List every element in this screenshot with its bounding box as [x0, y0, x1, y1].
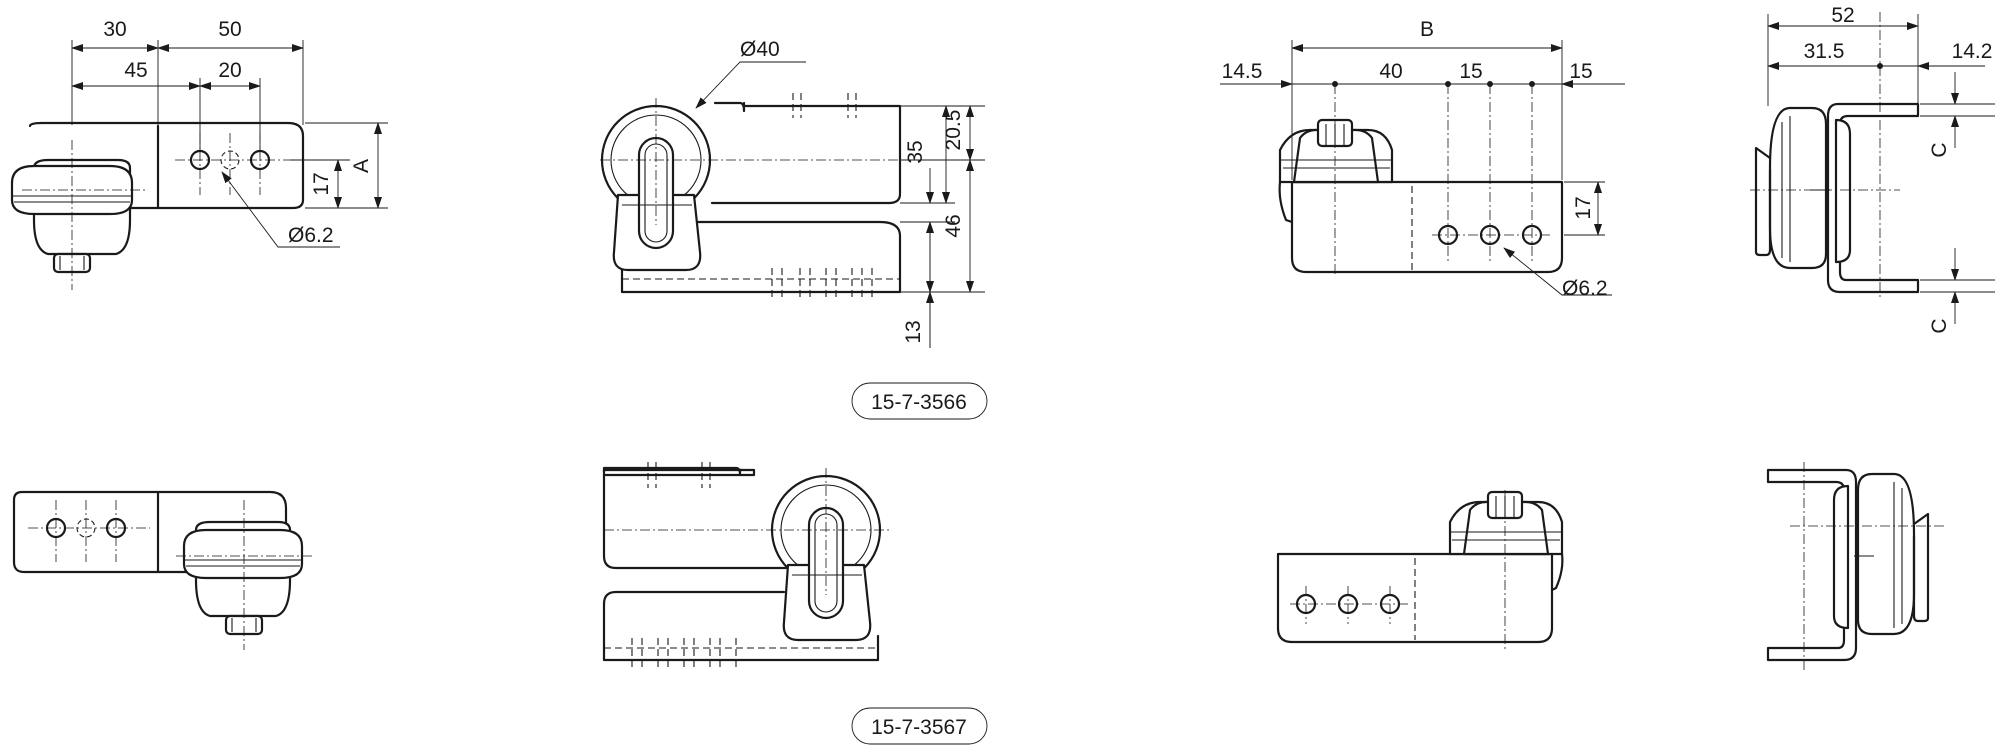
part-number-top: 15-7-3566	[871, 391, 967, 414]
handle-body	[1768, 106, 1852, 270]
dim-50: 50	[218, 18, 241, 41]
dim-20: 20	[218, 59, 241, 82]
hidden-hole	[631, 462, 737, 668]
hidden-hole	[771, 93, 873, 299]
dim-14-2: 14.2	[1952, 40, 1993, 63]
handle-body	[1832, 472, 1916, 636]
dim-20-5: 20.5	[942, 110, 965, 151]
dim-52: 52	[1831, 4, 1854, 27]
dim-14-5: 14.5	[1222, 60, 1263, 83]
dim-45: 45	[124, 59, 147, 82]
mounting-hole	[175, 133, 290, 195]
part-number-label-top: 15-7-3566	[851, 382, 988, 420]
dim-A: A	[350, 159, 373, 173]
dim-17: 17	[310, 172, 333, 195]
dim-30: 30	[103, 18, 126, 41]
view-far-right-bottom	[1766, 462, 1945, 672]
dim-hole-diameter-right: Ø6.2	[1562, 277, 1608, 300]
dim-40: 40	[1379, 60, 1402, 83]
view-side-top: Ø40 35 20.5 46 13	[600, 38, 985, 348]
dim-35: 35	[904, 140, 927, 163]
dim-diameter-40: Ø40	[740, 38, 780, 61]
dim-15-outer: 15	[1569, 60, 1592, 83]
handle-body	[1278, 118, 1394, 224]
part-number-bottom: 15-7-3567	[871, 716, 967, 739]
dim-31-5: 31.5	[1804, 40, 1845, 63]
handle-body	[1448, 490, 1564, 592]
dim-C-upper: C	[1928, 142, 1951, 157]
dim-17-right: 17	[1572, 196, 1595, 219]
dim-hole-diameter: Ø6.2	[288, 224, 334, 247]
mounting-hole	[28, 500, 150, 562]
mounting-hole	[1290, 490, 1506, 650]
part-number-label-bottom: 15-7-3567	[851, 707, 988, 745]
view-side-bottom	[602, 462, 890, 668]
mounting-hole	[1334, 84, 1552, 275]
view-far-right-top: 52 31.5 14.2 C C	[1750, 4, 1995, 334]
dim-13: 13	[902, 320, 925, 343]
dim-46: 46	[942, 214, 965, 237]
handle-body	[182, 520, 304, 636]
view-front-top: 30 50 45 20 17 A Ø6.2	[10, 18, 388, 290]
dim-C-lower: C	[1928, 318, 1951, 333]
view-top-right-front: B 14.5 40 15 15 17 Ø6.2	[1220, 18, 1625, 300]
view-front-bottom	[12, 490, 312, 650]
view-bottom-right-front	[1276, 490, 1564, 650]
dim-B: B	[1420, 18, 1434, 41]
dim-15: 15	[1459, 60, 1482, 83]
